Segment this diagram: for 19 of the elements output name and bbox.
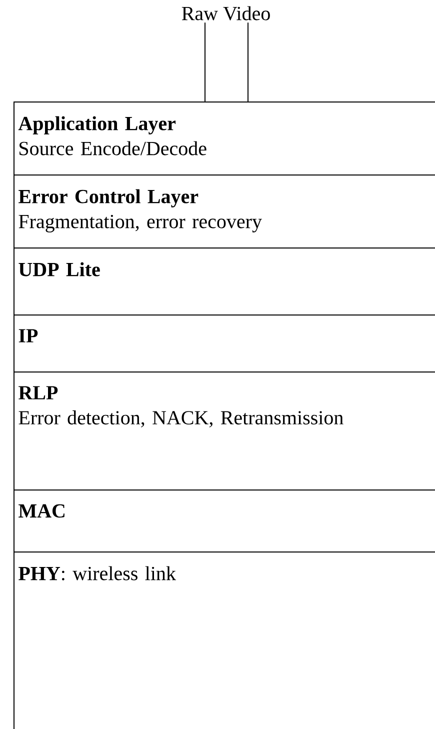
layer-description: Error detection, NACK, Retransmission xyxy=(18,410,344,428)
layer-heading: IP xyxy=(18,329,38,342)
layer-band xyxy=(14,490,435,552)
layer-heading: UDP Lite xyxy=(18,262,100,276)
input-label: Raw Video xyxy=(182,6,270,20)
layer-heading: RLP xyxy=(18,386,58,400)
layer-description: Source Encode/Decode xyxy=(20,141,206,156)
layer-heading: PHY: wireless link xyxy=(18,566,176,580)
layer-band xyxy=(14,552,435,729)
layer-band xyxy=(14,314,435,372)
layer-band xyxy=(14,174,435,248)
layer-description: Fragmentation, error recovery xyxy=(18,214,262,232)
layer-band xyxy=(14,248,435,316)
layer-heading: Error Control Layer xyxy=(18,189,198,208)
layer-band xyxy=(14,102,435,176)
layer-heading: MAC xyxy=(18,504,64,518)
layer-band xyxy=(14,372,435,490)
layer-heading: Application Layer xyxy=(18,116,176,134)
connector-line xyxy=(204,22,206,102)
